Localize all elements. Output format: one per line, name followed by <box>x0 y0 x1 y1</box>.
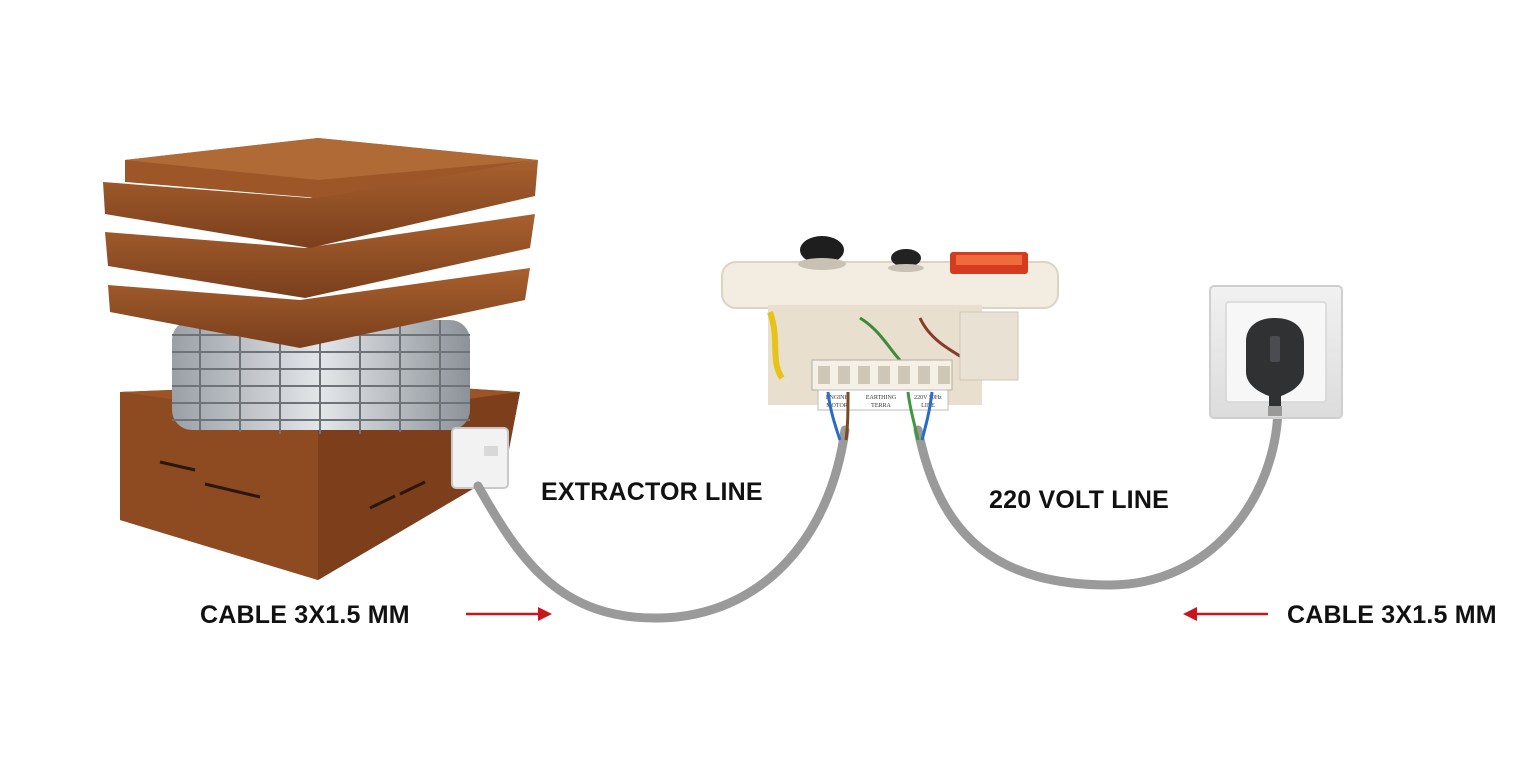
terminal-label-motor-bottom: MOTOR <box>826 403 848 409</box>
terminal-label-line-top: 220V 50Hz <box>914 395 942 401</box>
speed-knob <box>800 236 844 264</box>
arrow-right-icon <box>466 607 552 621</box>
extractor-cable <box>473 425 850 623</box>
cable-spec-label-right: CABLE 3X1.5 MM <box>1287 601 1497 629</box>
chimney-fan-extractor-icon <box>103 138 538 580</box>
power-plug-icon <box>1246 318 1304 416</box>
terminal-label-earth-bottom: TERRA <box>871 403 891 409</box>
terminal-label-earth-top: EARTHING <box>866 395 897 401</box>
cable-spec-label-left: CABLE 3X1.5 MM <box>200 601 410 629</box>
speed-controller-icon: ENGINE MOTOR EARTHING TERRA 220V 50Hz LI… <box>721 236 1059 441</box>
terminal-label-line-bottom: LINE <box>921 403 935 409</box>
terminal-label-motor-top: ENGINE <box>826 395 849 401</box>
volt-line-label: 220 VOLT LINE <box>989 486 1169 514</box>
supply-cable <box>913 405 1283 590</box>
arrow-left-icon <box>1183 607 1268 621</box>
extractor-line-label: EXTRACTOR LINE <box>541 478 763 506</box>
min-speed-knob <box>891 249 921 267</box>
